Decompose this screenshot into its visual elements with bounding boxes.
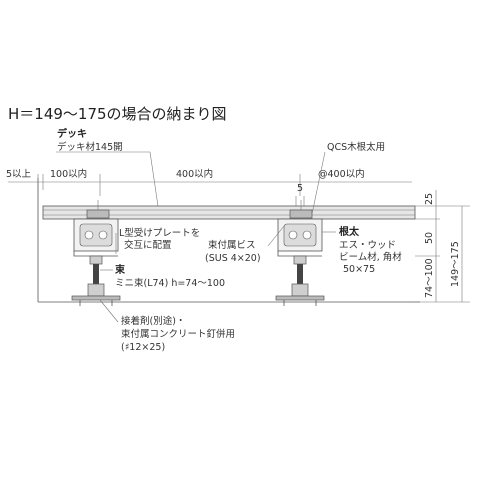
- label-deck-heading: デッキ: [57, 127, 87, 140]
- vertical-dimensions: 25 50 74～100 149～175: [415, 190, 470, 303]
- dim-min-5: 5以上: [6, 169, 32, 180]
- deck-board: [42, 205, 416, 220]
- dim-within-400: 400以内: [176, 168, 213, 180]
- dim-five: 5: [297, 183, 303, 194]
- label-plate-2: 交互に配置: [124, 239, 172, 251]
- label-screw-1: 束付属ビス: [208, 240, 256, 251]
- right-post-assembly: [275, 200, 325, 306]
- label-adhesive-2: 束付属コンクリート釘併用: [121, 328, 235, 340]
- dim-pitch-400: @400以内: [318, 168, 365, 180]
- label-post-heading: 束: [115, 263, 126, 276]
- label-post-spec: ミニ束(L74) h=74～100: [115, 278, 225, 289]
- label-adhesive-3: (♯12×25): [121, 342, 165, 353]
- label-joist-3: 50×75: [343, 264, 375, 275]
- label-adhesive-1: 接着剤(別途)・: [121, 315, 185, 327]
- diagram-title: H＝149～175の場合の納まり図: [8, 105, 227, 123]
- dim-v-149-175: 149～175: [450, 241, 461, 287]
- horizontal-dimensions: 5以上 100以内 400以内 @400以内 5: [6, 168, 412, 206]
- dim-v-25: 25: [424, 193, 435, 205]
- dim-v-74-100: 74～100: [424, 258, 435, 298]
- leader-lines: [56, 151, 336, 323]
- dim-v-50: 50: [424, 232, 435, 244]
- label-deck-spec: デッキ材145開: [57, 141, 123, 153]
- label-joist-2: ビーム材, 角材: [339, 251, 402, 263]
- label-screw-2: (SUS 4×20): [205, 253, 261, 264]
- label-joist-1: エス・ウッド: [339, 240, 396, 251]
- label-qcs: QCS木根太用: [327, 141, 385, 153]
- label-joist-heading: 根太: [339, 225, 360, 238]
- label-plate-1: L型受けプレートを: [119, 227, 200, 239]
- dim-within-100: 100以内: [50, 168, 87, 180]
- left-post-assembly: [71, 200, 121, 306]
